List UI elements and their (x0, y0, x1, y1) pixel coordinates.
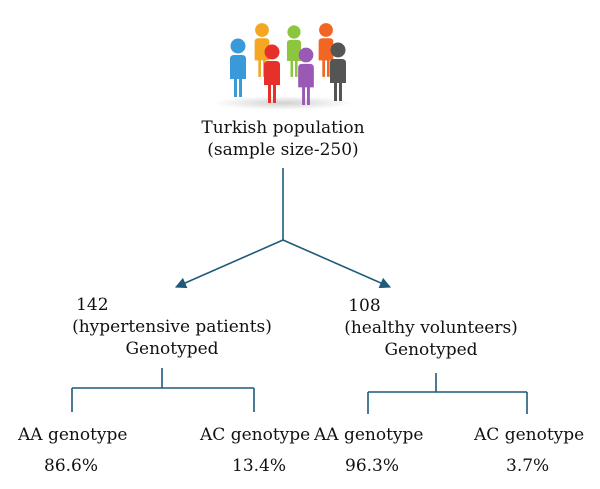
connector-lines (71, 168, 528, 414)
root-title: Turkish population (201, 118, 365, 138)
volunteers-ac-genotype-label: AC genotype (474, 425, 585, 445)
volunteers-status: Genotyped (384, 340, 478, 360)
person-figure (286, 25, 302, 77)
crowd-of-people-icon (213, 23, 353, 110)
person-figure (230, 38, 246, 97)
person-figure (318, 23, 334, 77)
volunteers-label: (healthy volunteers) (344, 318, 518, 338)
volunteers-count: 108 (348, 296, 381, 316)
volunteers-ac-genotype-percent: 3.7% (506, 456, 550, 476)
patients-aa-genotype-label: AA genotype (18, 425, 128, 445)
volunteers-node-label: 108 (healthy volunteers) Genotyped (344, 295, 518, 361)
patients-count: 142 (76, 295, 109, 315)
patients-ac-genotype-label: AC genotype (200, 425, 311, 445)
patients-aa-genotype-percent: 86.6% (44, 456, 99, 476)
person-figure (264, 44, 280, 103)
volunteers-aa-genotype-percent: 96.3% (345, 456, 400, 476)
patients-ac-genotype-percent: 13.4% (232, 456, 287, 476)
root-node-label: Turkish population (sample size-250) (201, 117, 364, 161)
patients-label: (hypertensive patients) (72, 317, 272, 337)
person-figure (330, 42, 346, 101)
root-sample-size: (sample size-250) (207, 140, 359, 160)
patients-status: Genotyped (125, 339, 219, 359)
arrow-to-volunteers (282, 239, 392, 289)
patients-node-label: 142 (hypertensive patients) Genotyped (72, 294, 272, 360)
volunteers-aa-genotype-label: AA genotype (314, 425, 424, 445)
arrow-to-patients (174, 239, 284, 289)
person-figure (298, 47, 314, 105)
